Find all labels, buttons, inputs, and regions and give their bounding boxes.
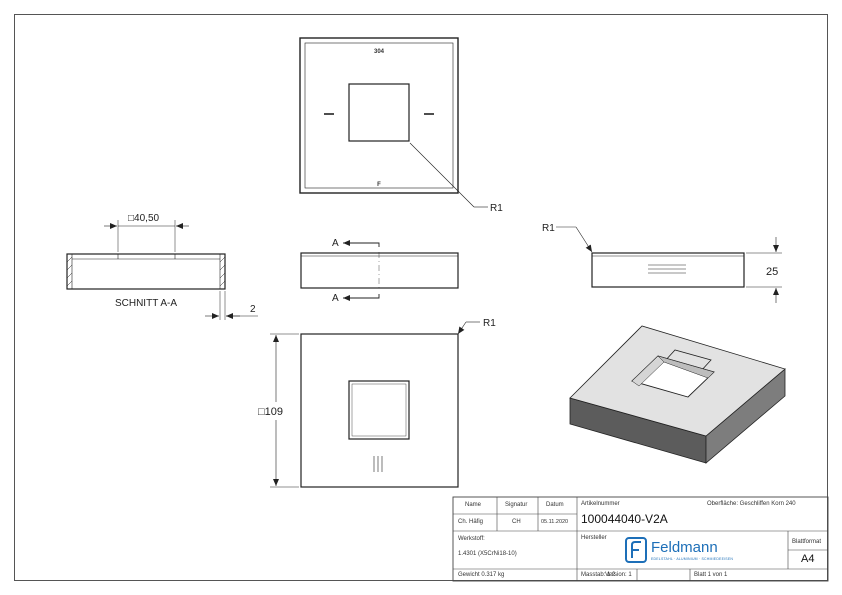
- tb-article-label: Artikelnummer: [581, 501, 620, 507]
- thickness-dimension: 2: [250, 304, 256, 315]
- tb-header-date: Datum: [546, 502, 564, 508]
- tb-author-signature: CH: [512, 519, 521, 525]
- radius-callout-bottom: R1: [483, 318, 496, 329]
- tb-scale: Masstab: 1:2: [581, 572, 616, 578]
- isometric-hole-wall-back: [657, 355, 715, 379]
- section-label-a-top: A: [332, 238, 339, 249]
- top-view: [299, 37, 488, 208]
- tb-article-number: 100044040-V2A: [581, 512, 668, 526]
- tb-header-signature: Signatur: [505, 502, 528, 508]
- section-dimension-square: □40,50: [128, 213, 160, 224]
- section-label-a-bottom: A: [332, 293, 339, 304]
- tb-author-date: 05.11.2020: [541, 519, 569, 525]
- tb-version: Version: 1: [605, 572, 632, 578]
- tb-format-label: Blattformat: [792, 539, 822, 545]
- side-view: [556, 226, 782, 303]
- drawing-sheet: [14, 14, 828, 581]
- tb-header-name: Name: [465, 502, 482, 508]
- radius-callout-top: R1: [490, 203, 503, 214]
- height-dimension: 25: [766, 266, 778, 278]
- size-dimension: □109: [258, 406, 283, 418]
- tb-surface: Oberfläche: Geschliffen Korn 240: [707, 501, 796, 507]
- isometric-view: [569, 325, 786, 464]
- engraving-bottom: F: [377, 182, 381, 188]
- tb-sheet: Blatt 1 von 1: [694, 572, 728, 578]
- tb-manufacturer-label: Hersteller: [581, 535, 607, 541]
- bottom-view: [270, 321, 480, 488]
- tb-format: A4: [801, 553, 815, 565]
- tb-weight: Gewicht 0.317 kg: [458, 572, 505, 578]
- tb-manufacturer-tagline: EDELSTAHL · ALUMINIUM · SCHMIEDEEISEN: [651, 557, 734, 561]
- section-caption: SCHNITT A-A: [115, 298, 177, 309]
- title-block-grid: [452, 496, 829, 582]
- feldmann-logo-mark: [625, 537, 647, 563]
- front-view: [300, 240, 459, 301]
- radius-callout-side: R1: [542, 223, 555, 234]
- tb-material: 1.4301 (X5CrNi18-10): [458, 551, 517, 557]
- engraving-top: 304: [374, 49, 385, 55]
- tb-author-name: Ch. Häfig: [458, 519, 484, 525]
- tb-manufacturer-logo-text: Feldmann: [651, 539, 718, 556]
- tb-material-label: Werkstoff:: [458, 536, 485, 542]
- section-view: [66, 220, 258, 320]
